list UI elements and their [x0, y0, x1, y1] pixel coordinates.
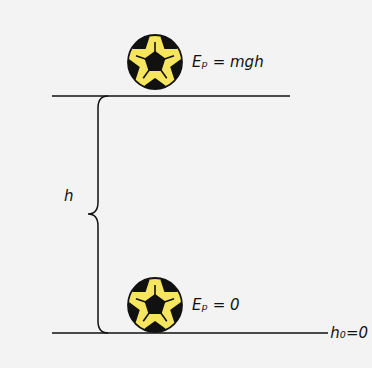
reference-height-label: h₀=0 [330, 324, 368, 342]
energy-formula: Eₚ = mgh [192, 53, 264, 71]
energy-formula: Eₚ = 0 [192, 296, 240, 314]
ground-line [52, 332, 328, 334]
height-label: h [64, 187, 74, 205]
ground-ball [119, 271, 192, 340]
raised-ball [119, 28, 192, 97]
top-level-line [52, 95, 290, 97]
height-brace [88, 96, 108, 333]
